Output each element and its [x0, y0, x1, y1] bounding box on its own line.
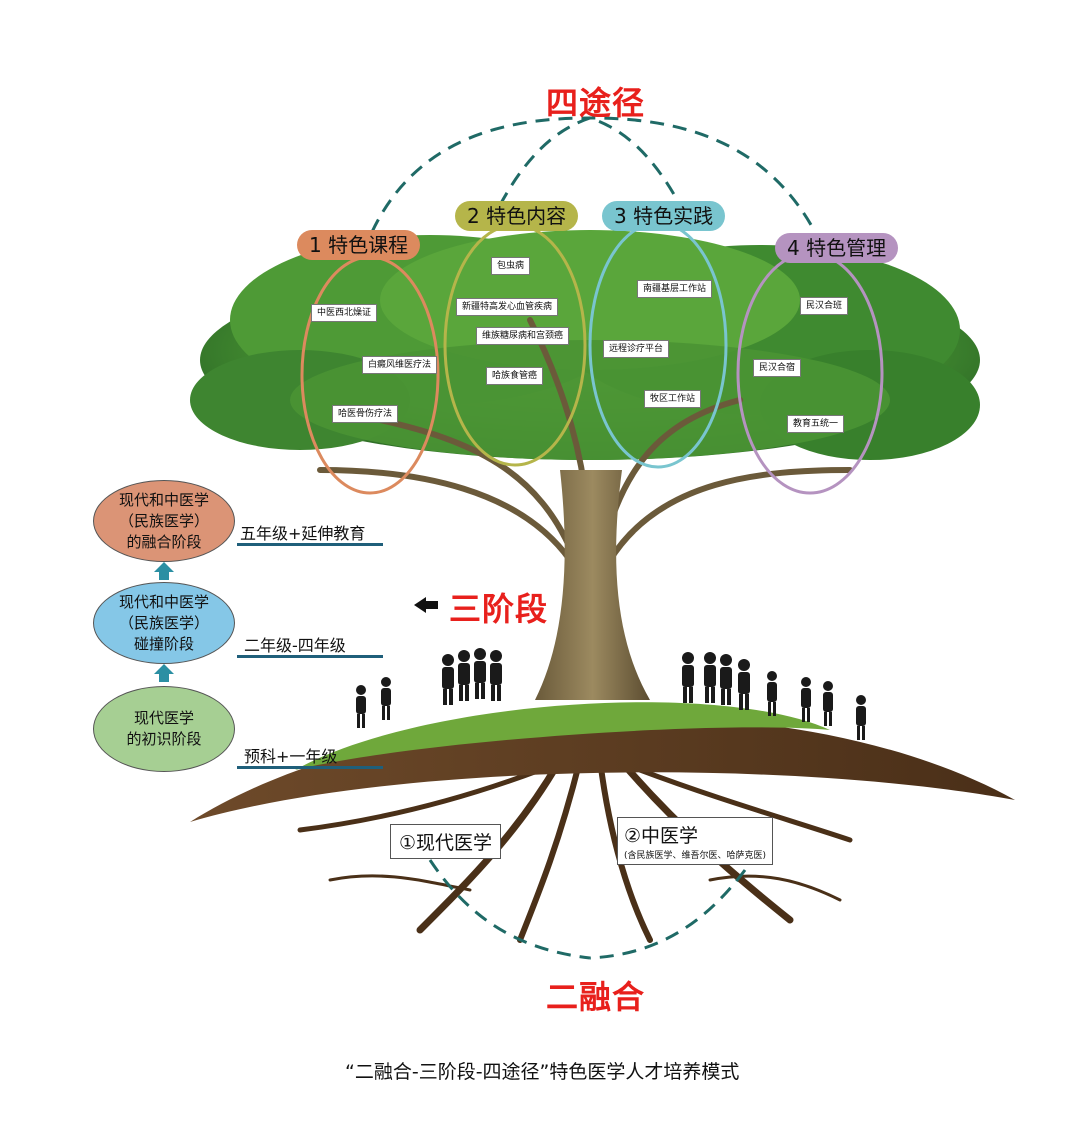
- path-4-item: 教育五统一: [787, 415, 845, 433]
- top-dashed-arcs: [370, 116, 817, 233]
- path-3-item: 南疆基层工作站: [637, 280, 713, 298]
- root-box-chinese-medicine: ②中医学 (含民族医学、维吾尔医、哈萨克医): [617, 817, 774, 865]
- walking-people: [356, 648, 866, 740]
- bottom-dashed-arcs: [428, 859, 747, 960]
- path-1-item: 中医西北燥证: [311, 304, 378, 322]
- tree-trunk: [535, 470, 650, 700]
- left-arrow-icon: [414, 597, 438, 613]
- path-pill-3: 3 特色实践: [602, 201, 726, 231]
- grade-underline-3: [237, 543, 383, 546]
- path-1-item: 白癜风维医疗法: [362, 356, 438, 374]
- ground-grass: [295, 702, 830, 770]
- grade-label-1: 预科+一年级: [244, 747, 338, 766]
- stage-ellipse-3: 现代和中医学 （民族医学） 的融合阶段: [93, 480, 235, 562]
- figure-caption: “二融合-三阶段-四途径”特色医学人才培养模式: [345, 1061, 740, 1083]
- title-two-integrations: 二融合: [546, 978, 646, 1016]
- path-4-item: 民汉合宿: [753, 359, 802, 377]
- path-3-item: 牧区工作站: [644, 390, 702, 408]
- stage-1-text: 现代医学 的初识阶段: [126, 709, 202, 748]
- path-2-item: 维族糖尿病和宫颈癌: [476, 327, 570, 345]
- grade-label-3: 五年级+延伸教育: [240, 524, 366, 543]
- title-three-stages: 三阶段: [449, 590, 549, 628]
- path-pill-2: 2 特色内容: [455, 201, 579, 231]
- root-right-title: ②中医学: [624, 825, 699, 847]
- stage-3-text: 现代和中医学 （民族医学） 的融合阶段: [118, 490, 209, 551]
- grade-underline-2: [237, 655, 383, 658]
- path-pill-4: 4 特色管理: [775, 233, 899, 263]
- path-3-item: 远程诊疗平台: [603, 340, 670, 358]
- path-2-item: 哈族食管癌: [486, 367, 544, 385]
- grade-label-2: 二年级-四年级: [244, 636, 346, 655]
- title-four-paths: 四途径: [546, 84, 646, 122]
- path-pill-1: 1 特色课程: [297, 230, 421, 260]
- stage-arrows: [154, 562, 174, 682]
- stage-ellipse-2: 现代和中医学 （民族医学） 碰撞阶段: [93, 582, 235, 664]
- path-2-item: 新疆特高发心血管疾病: [456, 298, 559, 316]
- stage-2-text: 现代和中医学 （民族医学） 碰撞阶段: [118, 592, 209, 653]
- path-4-item: 民汉合班: [800, 297, 849, 315]
- root-box-modern-medicine: ①现代医学: [390, 824, 502, 859]
- grade-underline-1: [237, 766, 383, 769]
- path-1-item: 哈医骨伤疗法: [332, 405, 399, 423]
- root-right-note: (含民族医学、维吾尔医、哈萨克医): [624, 851, 767, 861]
- stage-ellipse-1: 现代医学 的初识阶段: [93, 686, 235, 772]
- path-2-item: 包虫病: [491, 257, 531, 275]
